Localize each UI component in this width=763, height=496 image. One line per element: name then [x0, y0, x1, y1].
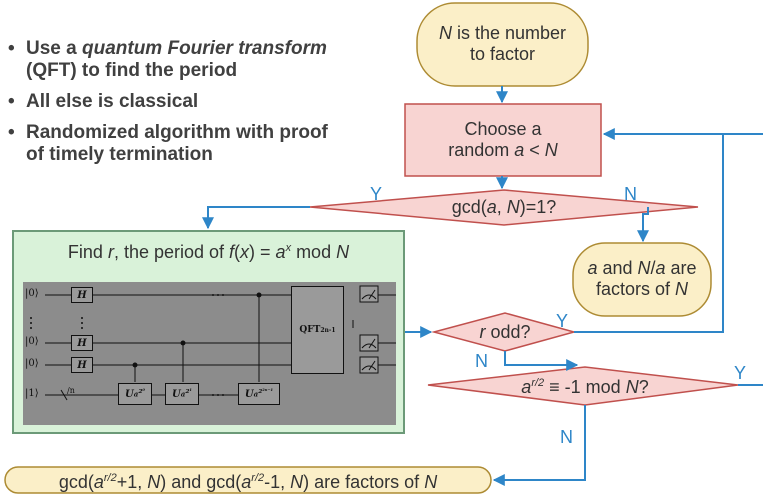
arrow-gcd-yes [202, 206, 310, 230]
ket-0-mid: |0⟩ [25, 336, 39, 347]
gcd-decision-diamond [309, 189, 699, 226]
bullet-text-cont: (QFT) to find the period [26, 60, 238, 81]
choose-process-box [404, 103, 602, 177]
ket-0-top: |0⟩ [25, 288, 39, 299]
bullet-text: Use a [26, 38, 82, 59]
h-gate-2: H [71, 335, 93, 351]
ar2-yes-label: Y [734, 363, 747, 383]
rodd-yes-label: Y [556, 311, 569, 331]
h-gate-1: H [71, 287, 93, 303]
bullet-text: All else is classical [26, 91, 199, 112]
factors-a-terminal [572, 242, 712, 317]
bullet-item-classical: All else is classical [6, 91, 328, 113]
result-label: gcd(ar/2+1, N) and gcd(ar/2-1, N) are fa… [58, 471, 438, 492]
bullet-emphasis: quantum Fourier transform [81, 38, 327, 59]
find-period-box: Find r, the period of f(x) = ax mod N [12, 230, 405, 434]
register-label: /n [67, 386, 75, 395]
arrow-gcd-no [637, 207, 649, 243]
arrow-ar2-no [492, 405, 586, 486]
circuit-wires [30, 285, 396, 401]
find-period-title: Find r, the period of f(x) = ax mod N [67, 242, 350, 262]
gcd-no-label: N [624, 184, 637, 204]
ar2-no-label: N [560, 427, 573, 447]
gcd-yes-label: Y [370, 184, 383, 204]
r-odd-label: r odd? [479, 321, 531, 342]
bullet-item-qft: Use a quantum Fourier transform (QFT) to… [6, 38, 328, 82]
gcd-label: gcd(a, N)=1? [451, 196, 557, 217]
h-gate-3: H [71, 357, 93, 373]
bullet-list: Use a quantum Fourier transform (QFT) to… [6, 38, 328, 175]
result-terminal [4, 466, 492, 494]
rodd-no-label: N [475, 351, 488, 371]
arrow-rodd-yes [574, 134, 724, 333]
ket-1: |1⟩ [25, 388, 39, 399]
ar2-label: ar/2 ≡ -1 mod N? [521, 376, 649, 397]
arrow-rodd-no [504, 351, 579, 371]
ket-0-low: |0⟩ [25, 358, 39, 369]
